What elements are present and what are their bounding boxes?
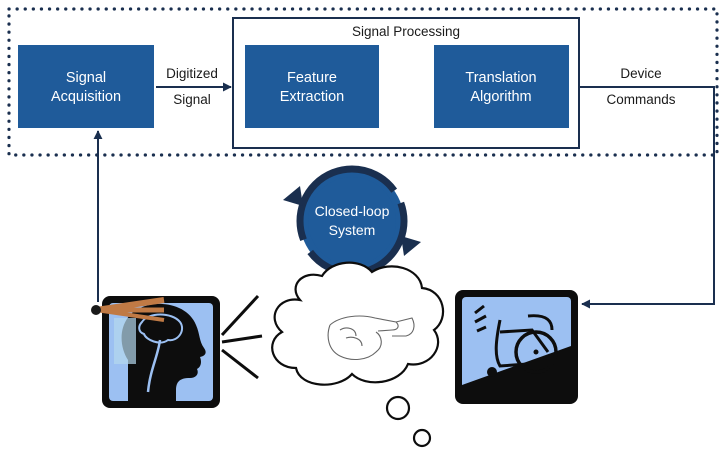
signal-acquisition-label: Signal — [66, 70, 106, 86]
digitized-signal-label: Digitized — [166, 66, 218, 81]
head-icon — [91, 296, 220, 408]
translation-algorithm-label: Translation — [465, 70, 536, 86]
wheelchair-icon — [455, 290, 578, 404]
feature-extraction-box — [245, 45, 379, 128]
translation-algorithm-label-2: Algorithm — [470, 89, 531, 105]
device-commands-label: Device — [620, 66, 661, 81]
closed-loop-icon — [283, 165, 421, 277]
feature-extraction-label: Feature — [287, 70, 337, 86]
thought-bubble-icon — [271, 261, 444, 448]
closed-loop-label: Closed-loop — [315, 203, 390, 219]
signal-processing-title: Signal Processing — [352, 24, 460, 39]
translation-algorithm-box — [434, 45, 569, 128]
signal-processing-frame — [232, 17, 580, 149]
device-commands-label-2: Commands — [606, 92, 675, 107]
signal-acquisition-label-2: Acquisition — [51, 89, 121, 105]
closed-loop-label-2: System — [329, 222, 376, 238]
fist-icon — [327, 315, 415, 361]
thought-emission-lines — [220, 294, 263, 380]
device-commands-arrow — [579, 86, 715, 309]
feature-extraction-label-2: Extraction — [280, 89, 344, 105]
digitized-signal-label-2: Signal — [173, 92, 211, 107]
dotted-system-boundary — [7, 7, 719, 157]
signal-acquisition-box — [18, 45, 154, 128]
